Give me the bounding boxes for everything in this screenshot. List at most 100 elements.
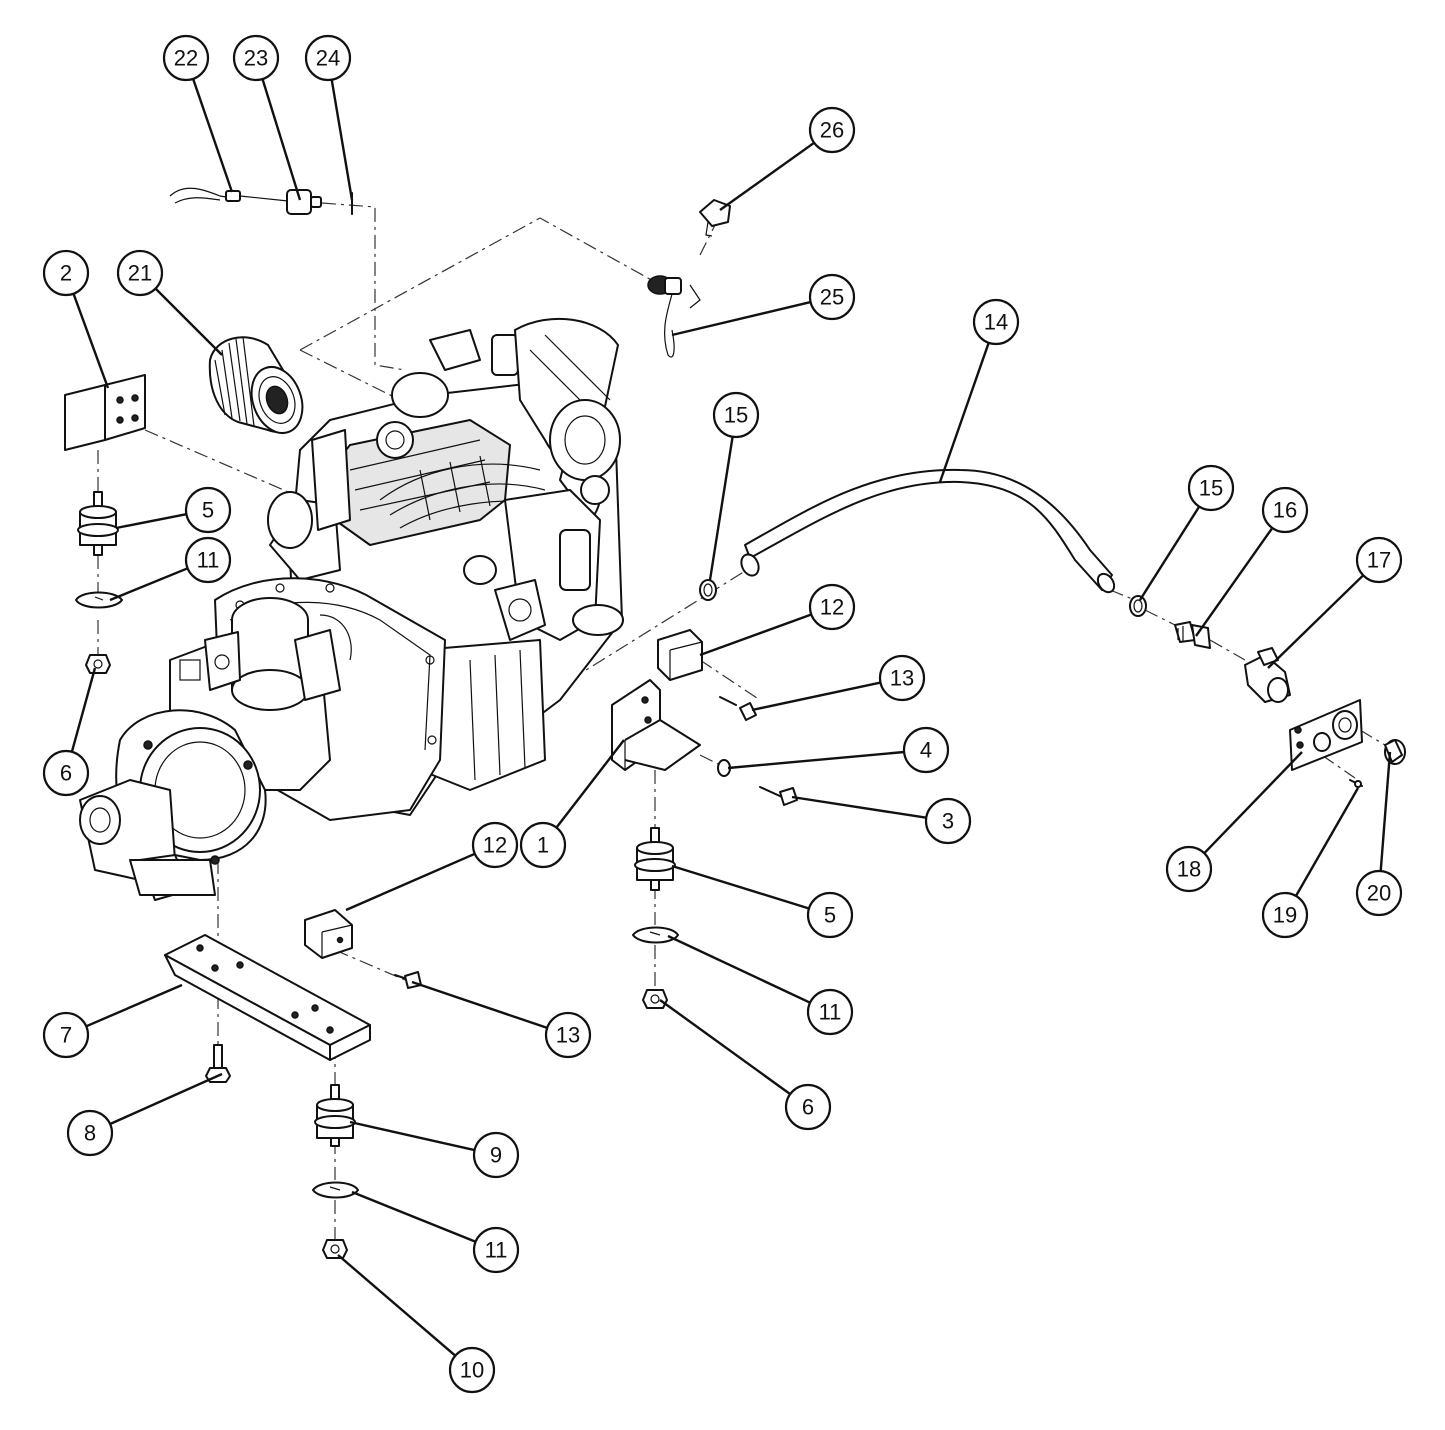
- callout-bubble[interactable]: 11: [806, 988, 854, 1036]
- leader-line: [349, 1120, 475, 1152]
- hose-barb-fitting: [1174, 621, 1211, 649]
- svg-text:24: 24: [316, 46, 340, 71]
- leader-line: [1195, 527, 1274, 637]
- svg-text:4: 4: [920, 738, 932, 763]
- leader-line: [751, 681, 881, 712]
- callout-bubble[interactable]: 5: [806, 891, 854, 939]
- washer-left: [75, 591, 123, 609]
- svg-text:11: 11: [485, 1238, 508, 1263]
- svg-text:13: 13: [556, 1023, 580, 1048]
- leader-line: [72, 293, 110, 389]
- callout-bubble[interactable]: 24: [304, 34, 352, 82]
- leader-line: [719, 141, 815, 211]
- callout-bubble[interactable]: 19: [1261, 891, 1309, 939]
- leader-line: [70, 667, 97, 753]
- svg-text:9: 9: [490, 1143, 502, 1168]
- svg-text:14: 14: [984, 310, 1008, 335]
- callout-bubble[interactable]: 8: [66, 1109, 114, 1157]
- right-engine-bracket: [611, 679, 701, 771]
- drain-cap: [1384, 739, 1406, 765]
- hose-clamp-right: [1129, 595, 1147, 617]
- leader-line: [351, 1190, 477, 1243]
- oil-filter: [208, 336, 304, 434]
- svg-text:2: 2: [60, 261, 72, 286]
- callout-bubble[interactable]: 12: [808, 583, 856, 631]
- svg-text:16: 16: [1273, 498, 1297, 523]
- callout-bubble[interactable]: 11: [472, 1226, 520, 1274]
- sender-wire: [169, 187, 289, 204]
- callout-bubble[interactable]: 6: [42, 749, 90, 797]
- leader-line: [191, 78, 234, 193]
- svg-text:20: 20: [1367, 881, 1391, 906]
- leader-line: [555, 739, 625, 829]
- callout-bubble[interactable]: 7: [42, 1011, 90, 1059]
- svg-text:10: 10: [460, 1358, 484, 1383]
- leader-line: [85, 983, 183, 1028]
- callout-bubble[interactable]: 23: [232, 34, 280, 82]
- leader-line: [671, 300, 811, 337]
- leader-line: [330, 79, 354, 201]
- nut-lower: [322, 1239, 348, 1259]
- nut-left: [85, 654, 111, 674]
- callout-bubble[interactable]: 11: [184, 536, 232, 584]
- callout-bubble[interactable]: 13: [878, 654, 926, 702]
- leader-line: [109, 567, 189, 602]
- callout-bubble[interactable]: 16: [1261, 486, 1309, 534]
- callout-bubble[interactable]: 12: [471, 821, 519, 869]
- callout-bubble[interactable]: 17: [1355, 536, 1403, 584]
- callout-bubble[interactable]: 25: [808, 273, 856, 321]
- svg-text:1: 1: [537, 833, 549, 858]
- callout-bubbles: 22 23 24 26 2 21 25 14 15 15 16 17 5 11 …: [42, 34, 1403, 1394]
- drain-hose: [740, 468, 1116, 594]
- bolt-lower: [394, 971, 422, 989]
- spacer-block-upper: [657, 629, 703, 681]
- svg-text:13: 13: [890, 666, 914, 691]
- callout-bubble[interactable]: 13: [544, 1011, 592, 1059]
- callout-bubble[interactable]: 2: [42, 249, 90, 297]
- callout-bubble[interactable]: 18: [1165, 845, 1213, 893]
- callout-bubble[interactable]: 22: [162, 34, 210, 82]
- callout-bubble[interactable]: 6: [784, 1083, 832, 1131]
- svg-text:25: 25: [820, 285, 844, 310]
- callout-bubble[interactable]: 1: [519, 821, 567, 869]
- svg-text:26: 26: [820, 118, 844, 143]
- leader-line: [1379, 751, 1392, 872]
- svg-text:7: 7: [60, 1023, 72, 1048]
- callout-bubble[interactable]: 5: [184, 486, 232, 534]
- leader-line: [791, 795, 927, 819]
- lower-bracket: [164, 934, 371, 1061]
- left-engine-bracket: [64, 374, 146, 451]
- callout-bubble[interactable]: 26: [808, 106, 856, 154]
- callout-bubble[interactable]: 14: [972, 298, 1020, 346]
- callout-bubble[interactable]: 3: [924, 797, 972, 845]
- svg-text:19: 19: [1273, 903, 1297, 928]
- svg-text:5: 5: [824, 903, 836, 928]
- spacer-block-lower: [304, 909, 353, 959]
- callout-bubble[interactable]: 15: [712, 391, 760, 439]
- callout-bubble[interactable]: 4: [902, 726, 950, 774]
- svg-text:6: 6: [802, 1095, 814, 1120]
- callout-bubble[interactable]: 10: [448, 1346, 496, 1394]
- drain-valve: [1244, 647, 1291, 703]
- washer-lower: [312, 1181, 359, 1199]
- filler-cap: [699, 199, 731, 237]
- leader-line: [667, 934, 811, 1004]
- callout-bubble[interactable]: 20: [1355, 869, 1403, 917]
- svg-text:22: 22: [174, 46, 198, 71]
- callout-bubble[interactable]: 21: [116, 249, 164, 297]
- leader-line: [115, 513, 187, 530]
- leader-line: [261, 78, 302, 201]
- isolator-left: [77, 491, 119, 556]
- leader-line: [938, 342, 990, 483]
- leader-line: [109, 1072, 223, 1126]
- svg-text:23: 23: [244, 46, 268, 71]
- leader-line: [345, 852, 476, 912]
- callout-bubble[interactable]: 15: [1187, 464, 1235, 512]
- leader-line: [727, 750, 905, 770]
- leader-line: [659, 999, 791, 1096]
- valve-mount-plate: [1289, 699, 1363, 771]
- callout-bubble[interactable]: 9: [472, 1131, 520, 1179]
- leader-line: [1267, 574, 1365, 669]
- svg-text:3: 3: [942, 809, 954, 834]
